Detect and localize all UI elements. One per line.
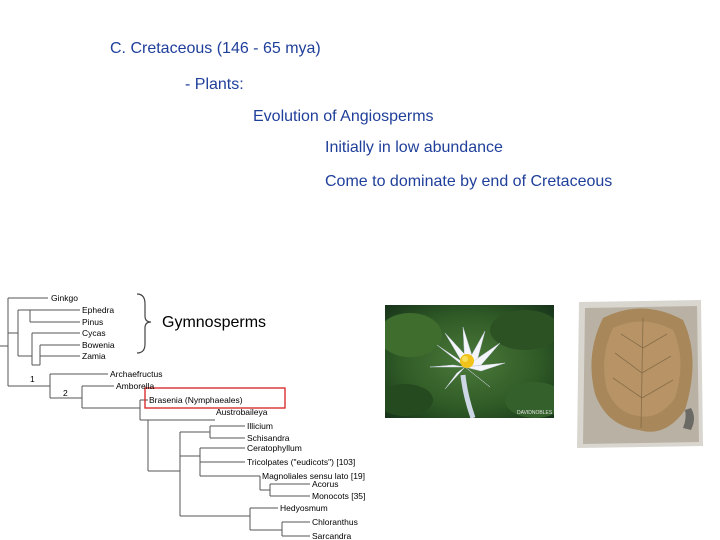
- photo-caption: DAVIDNOBLES: [517, 410, 553, 416]
- taxon-label: Ephedra: [82, 305, 114, 315]
- taxon-label: Pinus: [82, 317, 103, 327]
- taxon-label: Tricolpates ("eudicots") [103]: [247, 457, 355, 467]
- tree-branches: [0, 297, 310, 537]
- gymnosperms-label: Gymnosperms: [162, 314, 267, 331]
- water-lily-photo: DAVIDNOBLES: [385, 305, 554, 418]
- taxon-label: Schisandra: [247, 433, 290, 443]
- taxon-label: Monocots [35]: [312, 491, 365, 501]
- taxon-label: Austrobaileya: [216, 407, 268, 417]
- bullet-dominate: Come to dominate by end of Cretaceous: [325, 173, 613, 190]
- phylogenetic-tree: Ginkgo Ephedra Pinus Cycas Bowenia Zamia…: [0, 293, 365, 540]
- taxon-label: Cycas: [82, 328, 106, 338]
- taxon-label: Sarcandra: [312, 531, 351, 540]
- taxon-label: Zamia: [82, 351, 106, 361]
- bullet-plants: - Plants:: [185, 76, 244, 93]
- node-label: 2: [63, 388, 68, 398]
- taxon-label: Ginkgo: [51, 293, 78, 303]
- taxon-label: Acorus: [312, 479, 338, 489]
- brasenia-highlight-box: [144, 387, 286, 409]
- fossil-leaf-photo: [573, 298, 706, 450]
- node-label: 1: [30, 374, 35, 384]
- taxon-label: Amborella: [116, 381, 155, 391]
- taxon-label: Chloranthus: [312, 517, 358, 527]
- bullet-low-abundance: Initially in low abundance: [325, 139, 503, 156]
- taxon-label: Ceratophyllum: [247, 443, 302, 453]
- taxon-label: Illicium: [247, 421, 273, 431]
- taxon-label: Brasenia (Nymphaeales): [149, 395, 243, 405]
- slide-title: C. Cretaceous (146 - 65 mya): [110, 40, 321, 57]
- taxon-label: Bowenia: [82, 340, 115, 350]
- taxon-label: Archaefructus: [110, 369, 162, 379]
- taxon-label: Hedyosmum: [280, 503, 328, 513]
- taxon-label: Magnoliales sensu lato [19]: [262, 471, 365, 481]
- bullet-angiosperms: Evolution of Angiosperms: [253, 108, 434, 125]
- gymnosperm-brace: [136, 293, 152, 354]
